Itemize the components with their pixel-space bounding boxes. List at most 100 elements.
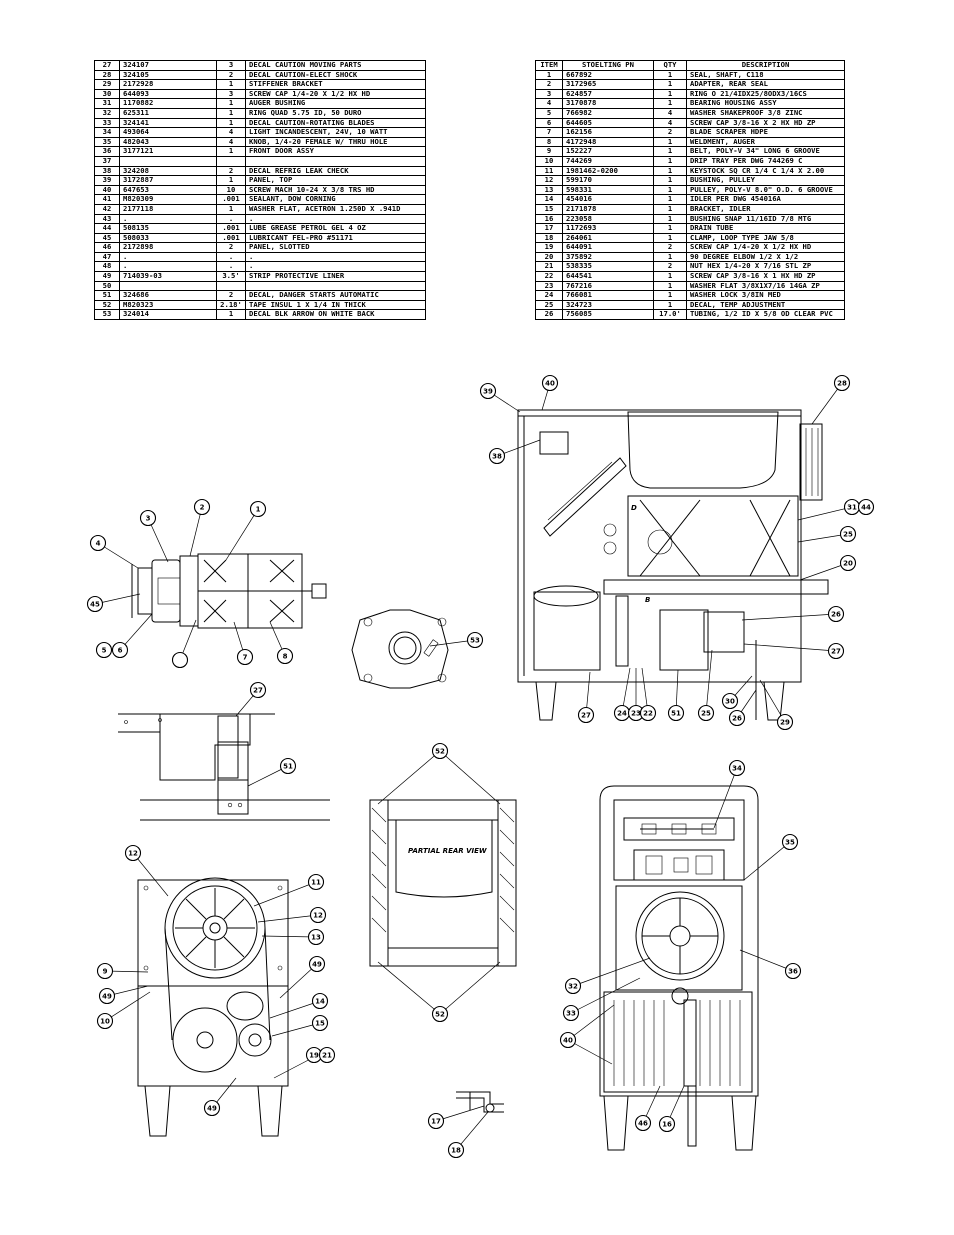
partial-rear-view: PARTIAL REAR VIEW <box>369 799 517 967</box>
callout-25: 25 <box>839 525 857 543</box>
callout-number: 11 <box>311 879 321 887</box>
callout-number: 27 <box>831 648 841 656</box>
callout-number: 5 <box>102 647 107 655</box>
callout-number: 27 <box>581 712 591 720</box>
callout-number: 51 <box>283 763 293 771</box>
callout-number: 18 <box>451 1147 461 1155</box>
callout-number: 34 <box>732 765 742 773</box>
callout-6: 6 <box>111 641 129 659</box>
cell-desc: DECAL BLK ARROW ON WHITE BACK <box>245 309 426 321</box>
callout-number: 29 <box>780 719 790 727</box>
callout-number: 40 <box>563 1037 573 1045</box>
callout-10: 10 <box>96 1012 114 1030</box>
callout-number: 39 <box>483 388 493 396</box>
callout-26: 26 <box>827 605 845 623</box>
callout-number: 45 <box>90 601 100 609</box>
callout-33: 33 <box>562 1004 580 1022</box>
callout-18: 18 <box>447 1141 465 1159</box>
callout-20: 20 <box>839 554 857 572</box>
callout-25: 25 <box>697 704 715 722</box>
callout-number: 28 <box>837 380 847 388</box>
callout-35: 35 <box>781 833 799 851</box>
callout-number: 21 <box>322 1052 332 1060</box>
callout-number: 46 <box>638 1120 648 1128</box>
callout-30: 30 <box>721 692 739 710</box>
callout-11: 11 <box>307 873 325 891</box>
callout-27: 27 <box>827 642 845 660</box>
callout-number: 49 <box>312 961 322 969</box>
callout-number: 8 <box>283 653 288 661</box>
callout-number: 52 <box>435 1011 445 1019</box>
callout-number: 2 <box>200 504 205 512</box>
callout-number: 12 <box>313 912 323 920</box>
callout-number: 15 <box>315 1020 325 1028</box>
callout-8: 8 <box>276 647 294 665</box>
callout-number: 25 <box>701 710 711 718</box>
callout-number: 32 <box>568 983 578 991</box>
callout-38: 38 <box>488 447 506 465</box>
callout-number: 6 <box>118 647 123 655</box>
callout-number: 52 <box>435 748 445 756</box>
side-section-view <box>517 409 829 721</box>
callout-46: 46 <box>634 1114 652 1132</box>
callout-number: 35 <box>785 839 795 847</box>
callout-32: 32 <box>564 977 582 995</box>
callout-number: 33 <box>566 1010 576 1018</box>
callout-number: 22 <box>643 710 653 718</box>
callout-number: 20 <box>843 560 853 568</box>
callout-45: 45 <box>86 595 104 613</box>
callout-number: 30 <box>725 698 735 706</box>
callout-49: 49 <box>203 1099 221 1117</box>
callout-4: 4 <box>89 534 107 552</box>
callout-3: 3 <box>139 509 157 527</box>
callout-number: 24 <box>617 710 627 718</box>
callout-24: 24 <box>613 704 631 722</box>
callout-21: 21 <box>318 1046 336 1064</box>
callout-9: 9 <box>96 962 114 980</box>
callout-27: 27 <box>577 706 595 724</box>
callout-number: 4 <box>96 540 101 548</box>
callout-number: 9 <box>103 968 108 976</box>
callout-2: 2 <box>193 498 211 516</box>
callout-14: 14 <box>311 992 329 1010</box>
callout-53: 53 <box>466 631 484 649</box>
callout-51: 51 <box>667 704 685 722</box>
callout-number: 10 <box>100 1018 110 1026</box>
bracket-detail-view <box>118 713 330 821</box>
callout-number: 7 <box>243 654 248 662</box>
callout-52: 52 <box>431 1005 449 1023</box>
drain-tube-detail <box>456 1091 504 1113</box>
callout-42 <box>171 651 189 669</box>
callout-44: 44 <box>857 498 875 516</box>
callout-1: 1 <box>249 500 267 518</box>
callout-number: 36 <box>788 968 798 976</box>
callout-number: 53 <box>470 637 480 645</box>
auger-assembly-view <box>131 553 327 629</box>
view-label-b: B <box>645 596 650 604</box>
callout-number: 44 <box>861 504 871 512</box>
callout-number: 51 <box>671 710 681 718</box>
callout-31: 31 <box>843 498 861 516</box>
callout-7: 7 <box>236 648 254 666</box>
callout-12: 12 <box>309 906 327 924</box>
callout-number: 13 <box>311 934 321 942</box>
callout-number: 23 <box>631 710 641 718</box>
callout-16: 16 <box>658 1115 676 1133</box>
callout-49: 49 <box>98 987 116 1005</box>
callout-13: 13 <box>307 928 325 946</box>
callout-number: 25 <box>843 531 853 539</box>
callout-49: 49 <box>308 955 326 973</box>
callout-27: 27 <box>249 681 267 699</box>
callout-number: 12 <box>128 850 138 858</box>
callout-number: 26 <box>732 715 742 723</box>
callout-17: 17 <box>427 1112 445 1130</box>
callout-36: 36 <box>784 962 802 980</box>
callout-40: 40 <box>559 1031 577 1049</box>
front-door-view <box>599 785 759 1151</box>
